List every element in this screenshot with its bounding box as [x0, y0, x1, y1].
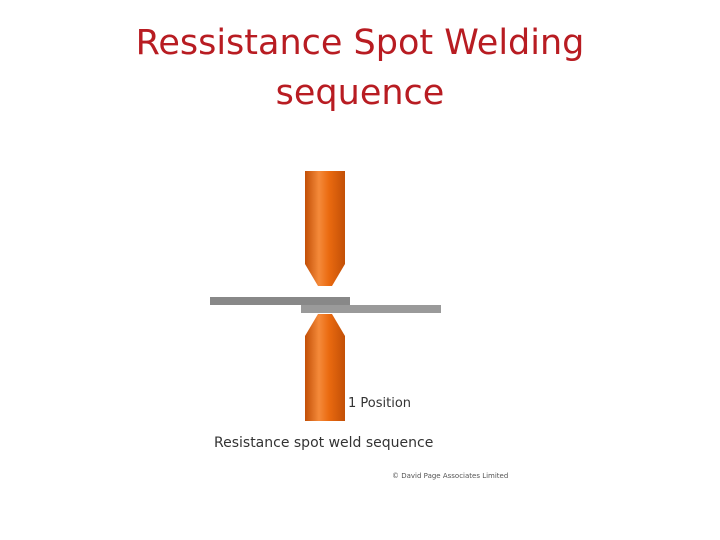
copyright-notice: © David Page Associates Limited	[392, 472, 509, 480]
diagram-caption: Resistance spot weld sequence	[214, 435, 434, 451]
spot-weld-diagram: 1 Position Resistance spot weld sequence…	[148, 124, 528, 494]
lower-electrode	[305, 314, 345, 421]
lower-sheet	[301, 305, 441, 313]
position-label: 1 Position	[348, 396, 412, 411]
upper-sheet	[210, 297, 350, 305]
upper-electrode	[305, 171, 345, 286]
slide-title: Ressistance Spot Welding sequence	[0, 18, 720, 118]
slide-title-line-2: sequence	[275, 73, 445, 113]
spot-weld-illustration	[210, 171, 441, 421]
slide-title-line-1: Ressistance Spot Welding	[135, 23, 585, 63]
